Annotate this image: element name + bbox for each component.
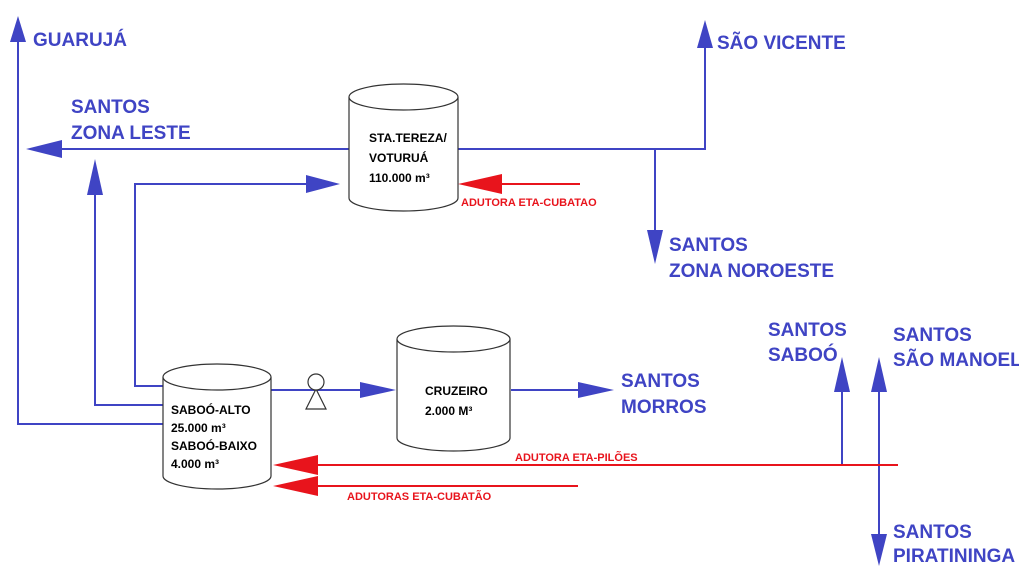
label-eta-cubatao-lower: ADUTORAS ETA-CUBATÃO [347,490,492,503]
arrow-zona-leste-left [26,140,62,158]
label-sao-manoel-1: SANTOS [893,325,972,346]
arrow-guaruja [10,16,26,42]
tank-sta-tereza-line-2: VOTURUÁ [369,150,429,165]
arrow-zona-noroeste [647,230,663,264]
label-piratininga-1: SANTOS [893,522,972,543]
tank-sta-tereza-line-1: STA.TEREZA/ [369,131,447,145]
tank-sta-tereza: STA.TEREZA/ VOTURUÁ 110.000 m³ [348,83,459,212]
arrow-sao-manoel [871,357,887,392]
line-zona-leste-from-saboo [94,195,163,406]
arrow-sao-vicente [697,20,713,48]
tank-sta-tereza-capacity: 110.000 m³ [369,171,430,185]
label-zona-noroeste-2: ZONA NOROESTE [669,261,834,282]
tank-saboo-baixo: SABOÓ-BAIXO [171,438,257,453]
arrow-to-morros [578,382,614,398]
line-saboo-to-sta-tereza [134,183,306,387]
label-zona-noroeste-1: SANTOS [669,235,748,256]
line-sta-tereza-to-sao-vicente [458,48,706,150]
tank-saboo-alto-capacity: 25.000 m³ [171,421,226,435]
label-morros-2: MORROS [621,397,707,418]
arrow-saboo-city [834,357,850,392]
destination-labels: GUARUJÁ SÃO VICENTE SANTOS ZONA LESTE SA… [33,29,1019,567]
label-saboo-1: SANTOS [768,320,847,341]
label-eta-cubatao-upper: ADUTORA ETA-CUBATAO [461,197,597,209]
line-guaruja [17,42,163,425]
pump-icon [305,373,327,410]
label-morros-1: SANTOS [621,371,700,392]
label-zona-leste-1: SANTOS [71,97,150,118]
flow-arrowheads [10,16,887,566]
label-eta-piloes: ADUTORA ETA-PILÕES [515,451,638,464]
label-piratininga-2: PIRATININGA [893,546,1015,567]
arrow-eta-cubatao-lower [273,476,318,496]
label-sao-manoel-2: SÃO MANOEL [893,349,1019,371]
arrow-eta-cubatao-upper [458,174,502,194]
arrow-zona-leste-up [87,159,103,195]
tank-cruzeiro-name: CRUZEIRO [425,384,488,398]
label-zona-leste-2: ZONA LESTE [71,123,191,144]
label-sao-vicente: SÃO VICENTE [717,32,846,54]
tank-saboo: SABOÓ-ALTO 25.000 m³ SABOÓ-BAIXO 4.000 m… [162,363,272,490]
arrow-eta-piloes [273,455,318,475]
tank-cruzeiro: CRUZEIRO 2.000 M³ [396,325,511,452]
tank-saboo-baixo-capacity: 4.000 m³ [171,457,219,471]
arrow-to-cruzeiro [360,382,396,398]
arrow-to-sta-tereza [306,175,340,193]
tank-cruzeiro-capacity: 2.000 M³ [425,404,472,418]
distribution-lines [17,42,880,538]
tank-saboo-alto: SABOÓ-ALTO [171,402,251,417]
supply-mains [273,174,898,496]
label-saboo-2: SABOÓ [768,344,838,366]
supply-labels: ADUTORA ETA-CUBATAO ADUTORA ETA-PILÕES A… [347,197,638,503]
label-guaruja: GUARUJÁ [33,29,127,51]
arrow-piratininga [871,534,887,566]
